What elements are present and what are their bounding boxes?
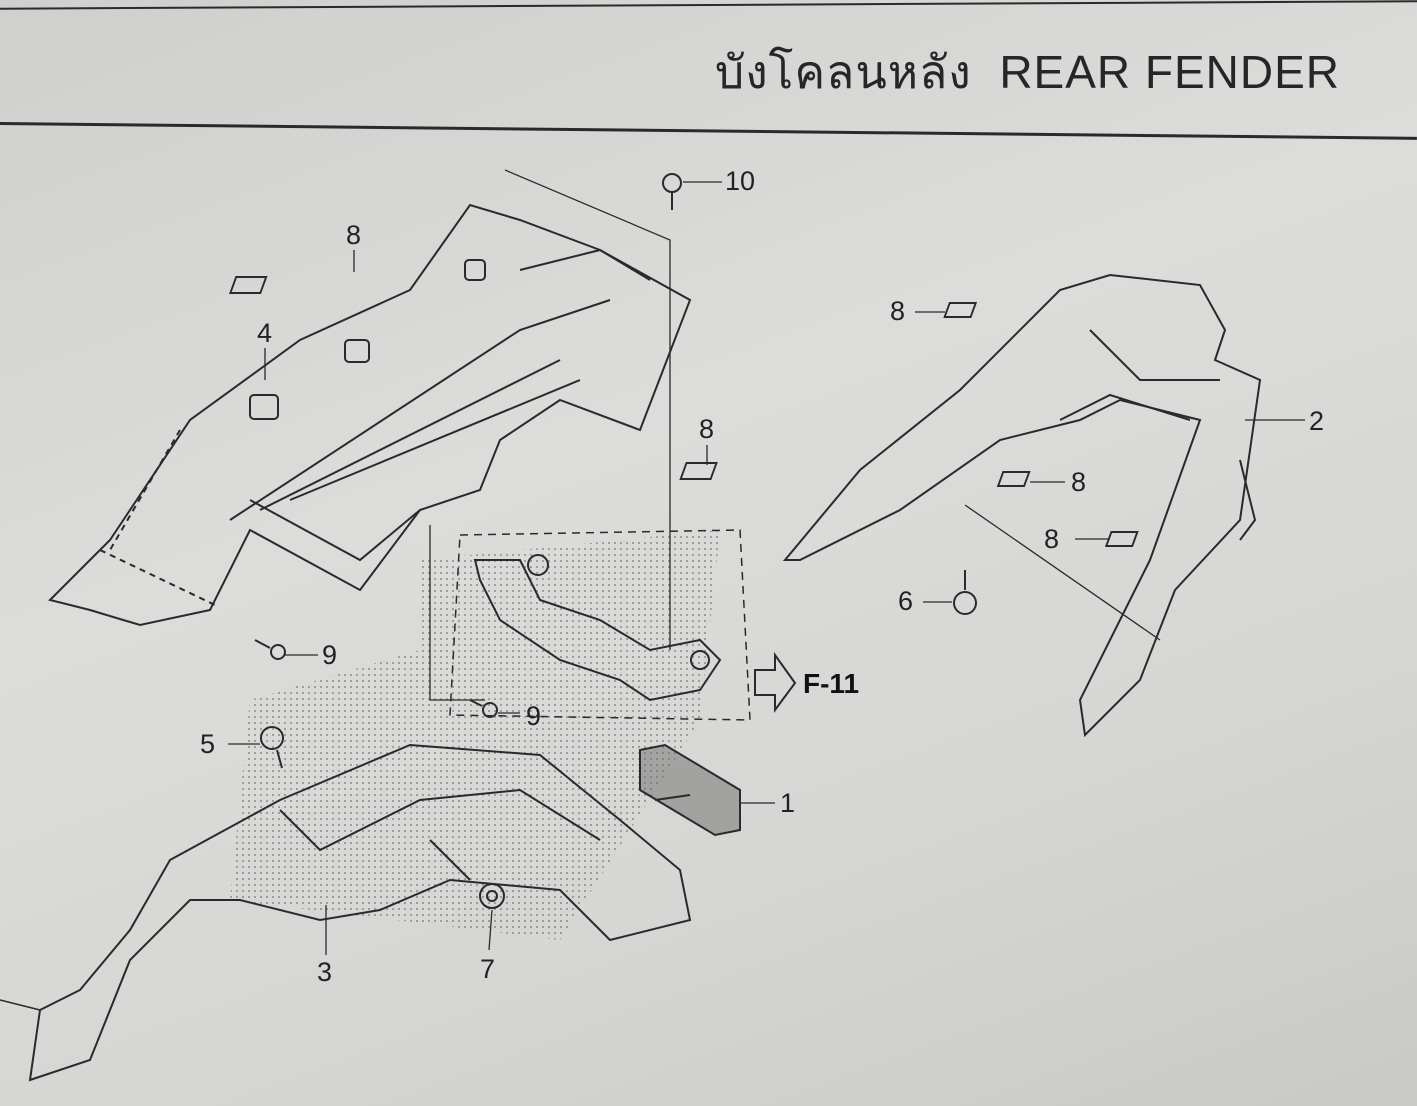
bolt-10-icon — [662, 173, 682, 210]
callout-2: 2 — [1309, 406, 1325, 436]
reference-f11-link[interactable]: F-11 — [803, 668, 860, 699]
callout-10: 10 — [725, 166, 756, 196]
page-title: บังโคลนหลัง REAR FENDER — [715, 36, 1340, 109]
inner-fender-part-4 — [48, 203, 692, 627]
callout-1: 1 — [780, 788, 796, 818]
screw-9b-icon — [469, 699, 498, 718]
reflector-part-1 — [639, 743, 741, 837]
callout-8: 8 — [1071, 467, 1087, 497]
clip-nut-icons — [228, 276, 1139, 547]
callout-8: 8 — [1044, 524, 1060, 554]
title-thai: บังโคลนหลัง — [715, 45, 972, 99]
callout-9: 9 — [526, 701, 542, 731]
screw-9a-icon — [254, 639, 286, 660]
callout-8: 8 — [346, 220, 362, 250]
callout-5: 5 — [200, 729, 216, 759]
callout-3: 3 — [317, 957, 333, 987]
callout-7: 7 — [480, 954, 496, 984]
title-english: REAR FENDER — [999, 46, 1341, 98]
callout-9: 9 — [322, 640, 338, 670]
leader-lines — [228, 169, 1305, 955]
callout-8: 8 — [699, 414, 715, 444]
bolt-6-icon — [953, 570, 977, 615]
bolt-5-icon — [260, 726, 284, 769]
arrow-right-outline-icon — [754, 651, 797, 714]
callout-6: 6 — [898, 586, 914, 616]
rear-cowl-part-2 — [782, 273, 1262, 738]
nut-7-icon — [479, 883, 505, 909]
callout-8: 8 — [890, 296, 906, 326]
bracket-assembly — [449, 529, 751, 721]
callout-4: 4 — [257, 318, 273, 348]
rear-fender-part-3 — [0, 743, 692, 1082]
shading-area — [230, 530, 720, 940]
